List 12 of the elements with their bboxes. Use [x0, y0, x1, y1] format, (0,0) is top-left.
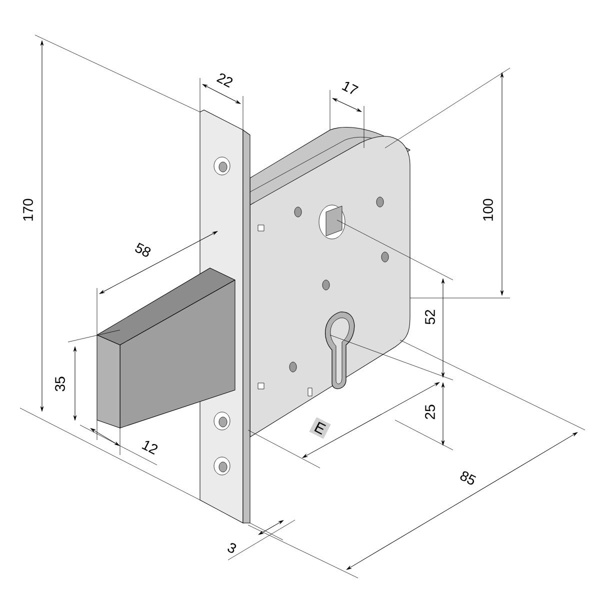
dimension-label: 12	[142, 440, 158, 455]
dimension-label: 85	[460, 471, 476, 485]
dimension-label: 35	[55, 376, 65, 392]
dimension-label: 100	[483, 198, 493, 221]
dimension-label: 25	[425, 404, 435, 420]
dimension-label: 58	[135, 242, 151, 257]
dimension-label: 17	[342, 82, 358, 94]
dimension-label: 22	[216, 73, 233, 88]
dimension-label: 52	[425, 310, 435, 324]
dimension-label: 170	[23, 198, 33, 221]
dimension-label: 3	[228, 543, 236, 553]
letter-badge: E	[309, 417, 331, 439]
